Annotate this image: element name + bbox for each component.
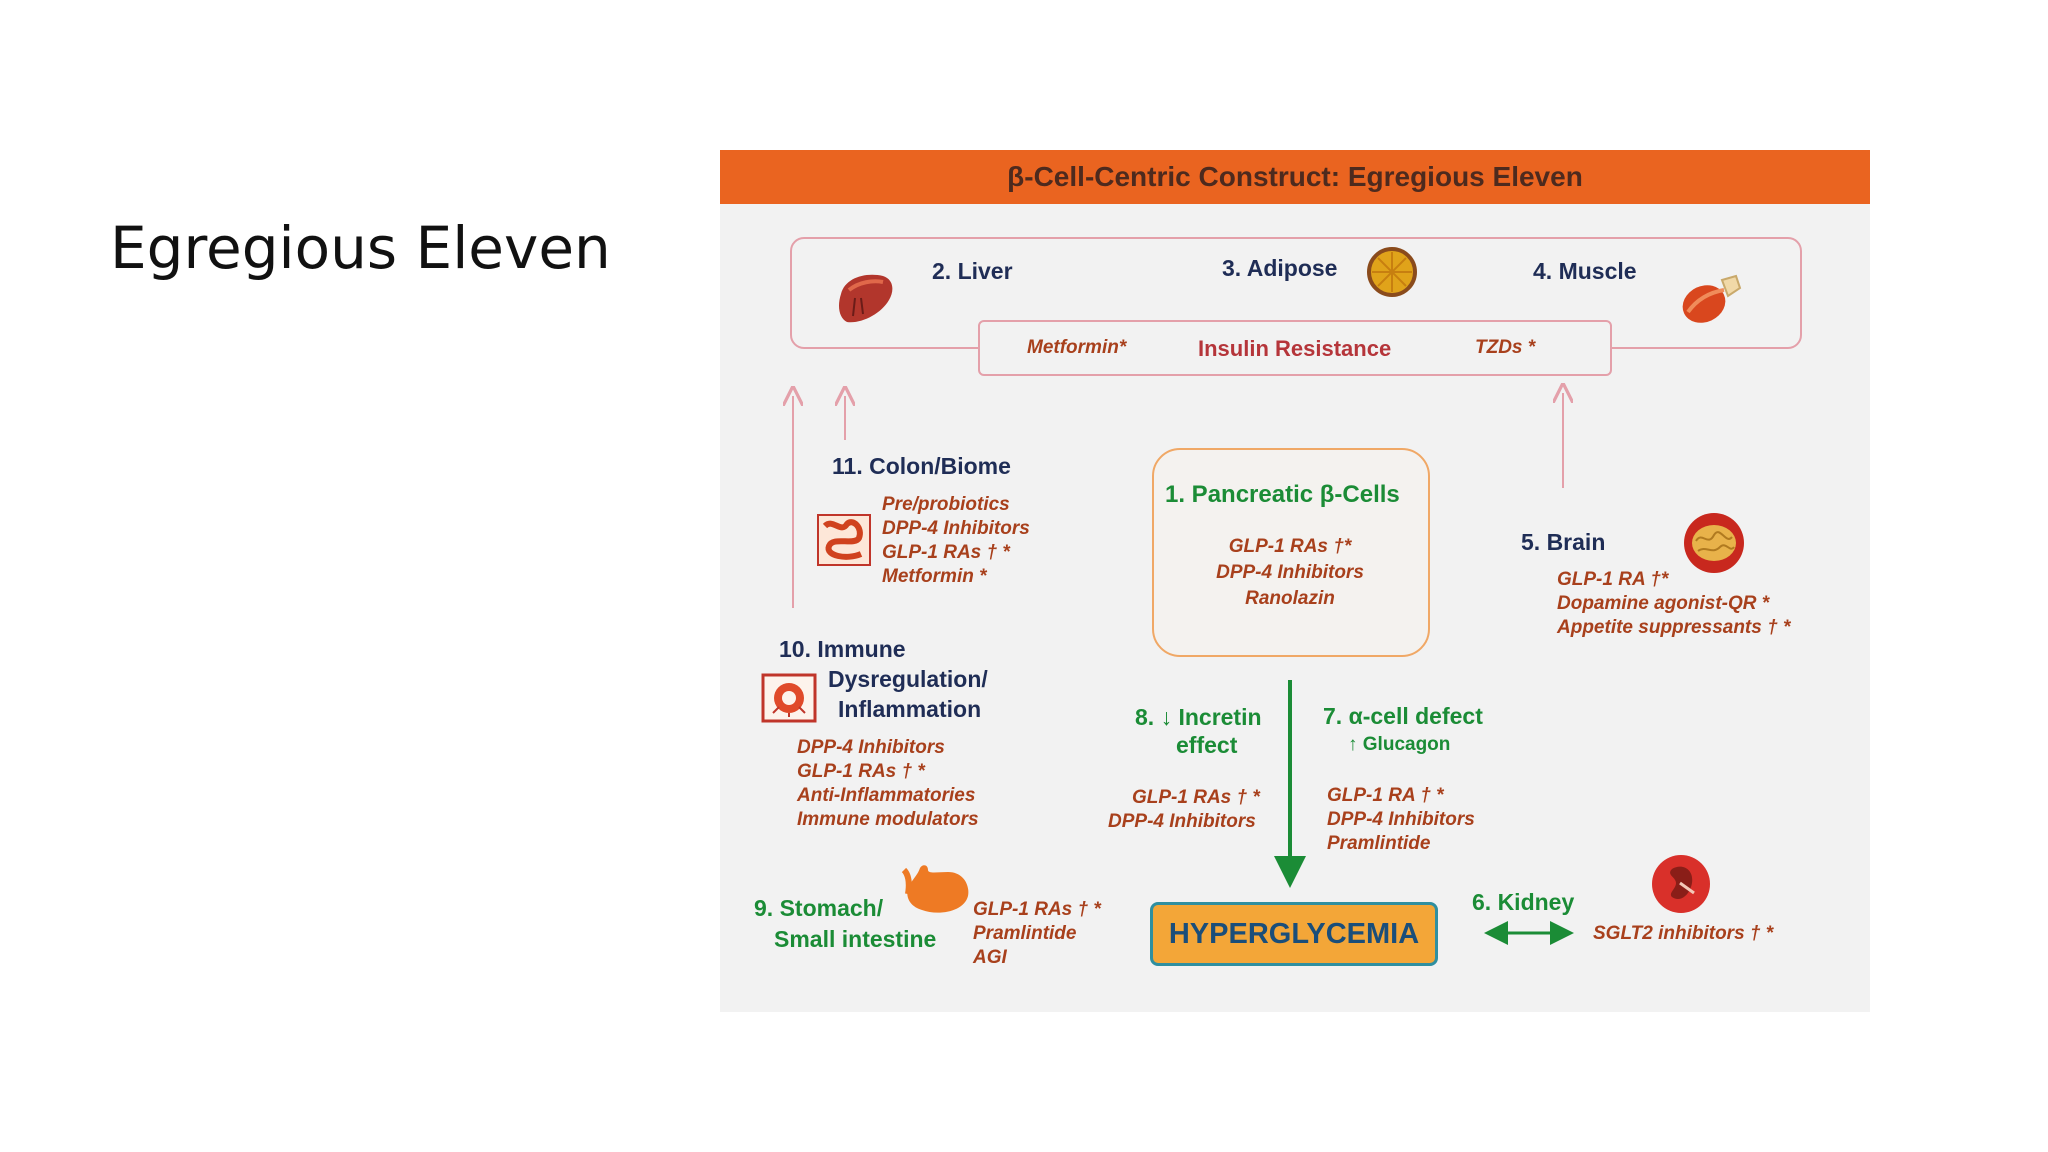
immune-drug: Anti-Inflammatories (797, 784, 979, 808)
kidney-drug: SGLT2 inhibitors † * (1593, 922, 1773, 946)
beta-cells-drug-list: GLP-1 RAs †* DPP-4 Inhibitors Ranolazin (1152, 534, 1428, 612)
kidney-label: 6. Kidney (1472, 889, 1574, 916)
incretin-label-line-2: effect (1176, 732, 1237, 759)
liver-icon (835, 268, 897, 328)
insulin-resistance-label: Insulin Resistance (1198, 336, 1391, 362)
alpha-cell-drug: GLP-1 RA † * (1327, 784, 1475, 808)
immune-label-line-3: Inflammation (838, 696, 981, 723)
incretin-drug: GLP-1 RAs † * (1108, 786, 1260, 810)
beta-cells-drug: Ranolazin (1152, 586, 1428, 612)
brain-drug: Dopamine agonist-QR * (1557, 592, 1790, 616)
brain-drug-list: GLP-1 RA †* Dopamine agonist-QR * Appeti… (1557, 568, 1790, 640)
brain-label: 5. Brain (1521, 529, 1605, 556)
brain-drug: Appetite suppressants † * (1557, 616, 1790, 640)
stomach-drug-list: GLP-1 RAs † * Pramlintide AGI (973, 898, 1101, 970)
stomach-drug: AGI (973, 946, 1101, 970)
brain-drug: GLP-1 RA †* (1557, 568, 1790, 592)
stomach-drug: GLP-1 RAs † * (973, 898, 1101, 922)
adipose-cell-icon (1366, 246, 1418, 298)
beta-cells-label: 1. Pancreatic β-Cells (1165, 481, 1400, 509)
immune-label-line-2: Dysregulation/ (828, 666, 988, 693)
muscle-label: 4. Muscle (1533, 258, 1637, 285)
glucagon-label: ↑ Glucagon (1348, 734, 1450, 756)
beta-cells-drug: GLP-1 RAs †* (1152, 534, 1428, 560)
immune-drug-list: DPP-4 Inhibitors GLP-1 RAs † * Anti-Infl… (797, 736, 979, 832)
incretin-drug: DPP-4 Inhibitors (1108, 810, 1260, 834)
brain-icon (1682, 511, 1746, 575)
immune-drug: Immune modulators (797, 808, 979, 832)
stomach-label-line-1: 9. Stomach/ (754, 895, 883, 922)
colon-drug-list: Pre/probiotics DPP-4 Inhibitors GLP-1 RA… (882, 493, 1030, 589)
metformin-ir-drug: Metformin* (1027, 337, 1126, 359)
adipose-label: 3. Adipose (1222, 255, 1337, 282)
colon-drug: DPP-4 Inhibitors (882, 517, 1030, 541)
immune-drug: GLP-1 RAs † * (797, 760, 979, 784)
immune-drug: DPP-4 Inhibitors (797, 736, 979, 760)
alpha-cell-label: 7. α-cell defect (1323, 703, 1483, 730)
immune-cell-icon (761, 673, 817, 723)
colon-drug: Metformin * (882, 565, 1030, 589)
stomach-label-line-2: Small intestine (774, 926, 936, 953)
colon-drug: GLP-1 RAs † * (882, 541, 1030, 565)
incretin-drug-list: GLP-1 RAs † * DPP-4 Inhibitors (1108, 786, 1260, 834)
alpha-cell-drug: DPP-4 Inhibitors (1327, 808, 1475, 832)
beta-cells-drug: DPP-4 Inhibitors (1152, 560, 1428, 586)
slide-title: Egregious Eleven (110, 215, 630, 281)
intestine-icon (817, 514, 871, 566)
kidney-icon (1650, 853, 1712, 915)
incretin-label-line-1: 8. ↓ Incretin (1135, 704, 1262, 731)
alpha-cell-drug-list: GLP-1 RA † * DPP-4 Inhibitors Pramlintid… (1327, 784, 1475, 856)
stomach-drug: Pramlintide (973, 922, 1101, 946)
egregious-eleven-diagram: β-Cell-Centric Construct: Egregious Elev… (720, 150, 1870, 1012)
liver-label: 2. Liver (932, 258, 1013, 285)
muscle-icon (1678, 274, 1744, 330)
alpha-cell-drug: Pramlintide (1327, 832, 1475, 856)
tzds-drug: TZDs * (1475, 337, 1535, 359)
immune-label-line-1: 10. Immune (779, 636, 906, 663)
colon-drug: Pre/probiotics (882, 493, 1030, 517)
colon-label: 11. Colon/Biome (832, 453, 1011, 480)
hyperglycemia-box: HYPERGLYCEMIA (1150, 902, 1438, 966)
stomach-icon (898, 862, 972, 916)
